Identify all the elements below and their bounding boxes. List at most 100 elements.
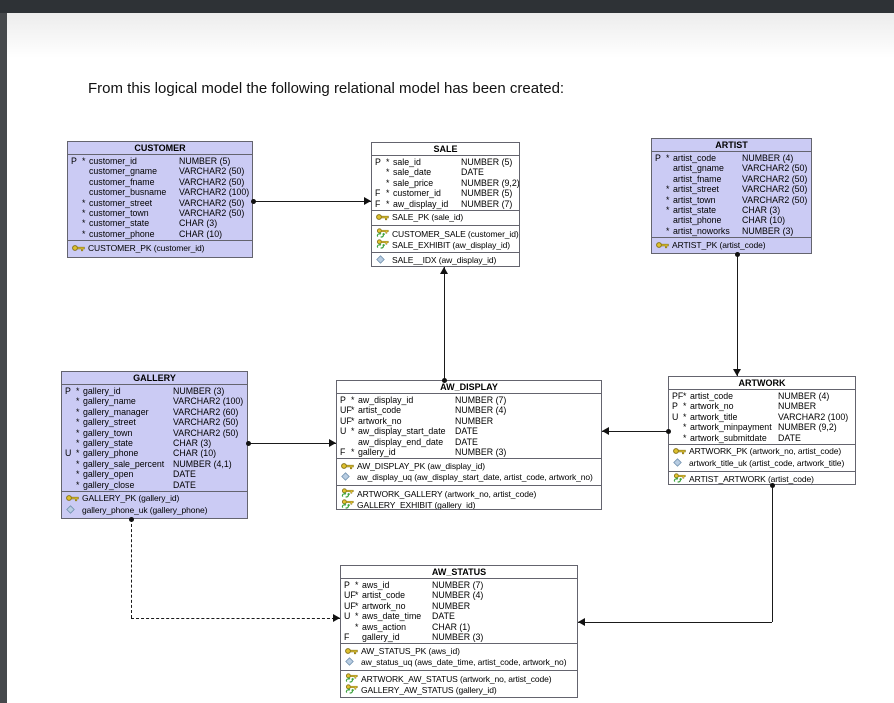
- column-name: aws_action: [362, 621, 407, 632]
- key-label: ARTIST_ARTWORK (artist_code): [689, 474, 814, 485]
- unique-index-icon: [66, 505, 82, 517]
- relationship-line-gallery-awstatus: [131, 618, 340, 619]
- column-mandatory-marker: *: [355, 600, 359, 611]
- key-label: artwork_title_uk (artist_code, artwork_t…: [689, 457, 845, 468]
- column-datatype: VARCHAR2 (50): [173, 417, 239, 428]
- column-name: gallery_state: [83, 437, 133, 448]
- column-name: aw_display_start_date: [358, 426, 446, 437]
- column-name: gallery_manager: [83, 406, 149, 417]
- relationship-line-artwork-awstatus: [772, 485, 773, 622]
- column-datatype: NUMBER (5): [179, 156, 231, 166]
- column-datatype: VARCHAR2 (100): [778, 411, 849, 422]
- column-datatype: NUMBER (4): [742, 153, 794, 163]
- key-item: ARTIST_PK (artist_code): [652, 240, 811, 252]
- column-datatype: DATE: [455, 426, 478, 437]
- key-label: AW_STATUS_PK (aws_id): [361, 645, 460, 656]
- column-name: customer_fname: [89, 176, 155, 187]
- foreign-key-icon: [341, 499, 357, 509]
- column-name: customer_street: [89, 197, 153, 208]
- column-mandatory-marker: *: [666, 184, 670, 195]
- section-divider: [669, 443, 855, 445]
- column-datatype: VARCHAR2 (100): [173, 396, 244, 407]
- column-key-marker: F: [375, 188, 381, 199]
- column-name: artist_code: [358, 405, 402, 416]
- unique-index-icon: [341, 472, 357, 484]
- column-datatype: NUMBER: [432, 600, 471, 611]
- column-datatype: NUMBER (3): [455, 446, 507, 457]
- key-section: ARTWORK_AW_STATUS (artwork_no, artist_co…: [341, 671, 577, 697]
- key-section: SALE__IDX (aw_display_id): [372, 253, 519, 266]
- column-mandatory-marker: *: [683, 391, 687, 401]
- key-label: GALLERY_EXHIBIT (gallery_id): [357, 500, 476, 510]
- column-mandatory-marker: *: [666, 153, 670, 163]
- column-name: gallery_id: [358, 446, 396, 457]
- column-datatype: DATE: [432, 611, 455, 622]
- column-datatype: NUMBER: [455, 415, 494, 426]
- column-datatype: DATE: [778, 432, 801, 443]
- key-item: artwork_title_uk (artist_code, artwork_t…: [669, 458, 855, 470]
- column-mandatory-marker: *: [76, 427, 80, 438]
- column-mandatory-marker: *: [351, 415, 355, 426]
- column-datatype: NUMBER (7): [432, 580, 484, 590]
- column-name: artwork_no: [358, 415, 402, 426]
- column-key-marker: P: [340, 395, 346, 405]
- relationship-line-customer-sale: [253, 201, 371, 202]
- unique-index-icon: [345, 657, 361, 669]
- key-section: GALLERY_PK (gallery_id)gallery_phone_uk …: [62, 492, 247, 518]
- column-name: artist_phone: [673, 215, 722, 226]
- column-datatype: VARCHAR2 (50): [179, 197, 245, 208]
- column-name: artist_state: [673, 204, 717, 215]
- column-name: gallery_close: [83, 479, 135, 490]
- key-label: gallery_phone_uk (gallery_phone): [82, 504, 208, 515]
- column-mandatory-marker: *: [82, 218, 86, 229]
- entity-title: AW_DISPLAY: [337, 381, 601, 394]
- relationship-line-artwork-awstatus: [578, 622, 772, 623]
- column-name: customer_busname: [89, 187, 167, 198]
- key-item: GALLERY_EXHIBIT (gallery_id): [337, 499, 601, 510]
- key-item: ARTWORK_AW_STATUS (artwork_no, artist_co…: [341, 673, 577, 685]
- intro-text: From this logical model the following re…: [88, 80, 565, 97]
- column-name: artist_town: [673, 194, 716, 205]
- column-name: gallery_street: [83, 417, 136, 428]
- column-datatype: CHAR (3): [742, 204, 781, 215]
- column-datatype: NUMBER (3): [742, 225, 794, 236]
- key-label: ARTWORK_PK (artwork_no, artist_code): [689, 446, 842, 457]
- column-datatype: DATE: [461, 167, 484, 178]
- entity-title: GALLERY: [62, 372, 247, 385]
- foreign-key-icon: [376, 239, 392, 252]
- column-mandatory-marker: *: [683, 401, 687, 412]
- column-mandatory-marker: *: [355, 611, 359, 622]
- column-name: artwork_no: [690, 401, 734, 412]
- column-datatype: NUMBER (7): [461, 198, 513, 209]
- key-section: ARTIST_PK (artist_code): [652, 238, 811, 253]
- relationship-origin-dot: [734, 251, 740, 257]
- key-item: ARTWORK_PK (artwork_no, artist_code): [669, 446, 855, 458]
- key-item: AW_STATUS_PK (aws_id): [341, 646, 577, 658]
- key-label: ARTIST_PK (artist_code): [672, 239, 766, 250]
- key-item: SALE_EXHIBIT (aw_display_id): [372, 239, 519, 251]
- column-mandatory-marker: *: [666, 225, 670, 236]
